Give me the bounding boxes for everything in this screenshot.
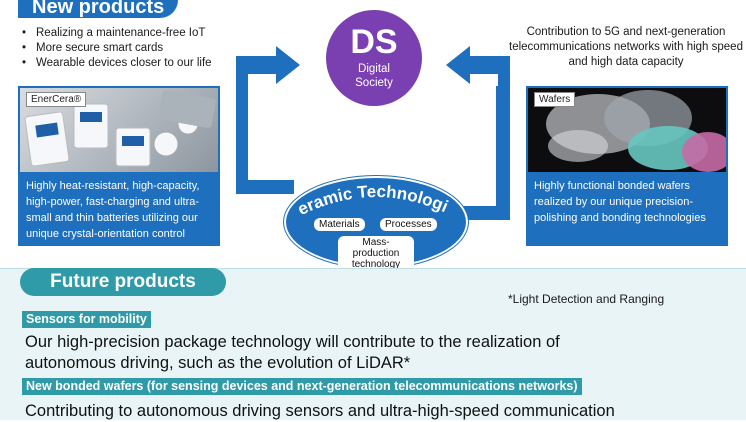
chip-materials: Materials — [314, 218, 365, 231]
ceramic-title-arc: Ceramic Technologies — [286, 178, 451, 218]
future-products-header: Future products — [20, 268, 226, 296]
wafers-card: Wafers Highly functional bonded wafers r… — [526, 86, 728, 246]
future-products-title: Future products — [50, 271, 196, 292]
new-products-header: New products — [18, 0, 179, 18]
arrow-right-head — [446, 46, 470, 84]
right-contribution-text: Contribution to 5G and next-generation t… — [509, 26, 743, 68]
ceramic-title: Ceramic Technologies — [286, 178, 451, 218]
svg-text:Ceramic Technologies: Ceramic Technologies — [286, 178, 451, 218]
lidar-footnote: *Light Detection and Ranging — [508, 292, 665, 306]
chip-processes: Processes — [380, 218, 437, 231]
left-bullet-item: More secure smart cards — [22, 41, 252, 56]
arrow-left-base — [236, 180, 294, 194]
ceramic-technologies-ellipse: Ceramic Technologies Materials Processes… — [284, 176, 468, 271]
digital-society-circle: DS Digital Society — [326, 10, 422, 106]
enercera-tag: EnerCera® — [26, 92, 87, 107]
wafers-description: Highly functional bonded wafers realized… — [534, 180, 706, 224]
battery-illustration — [24, 90, 216, 167]
bonded-wafers-text: Contributing to autonomous driving senso… — [25, 402, 615, 420]
flow-arrows — [236, 46, 510, 220]
ds-title: DS — [350, 23, 398, 61]
wafer-illustration — [546, 90, 726, 172]
enercera-card: EnerCera® Highly heat-resistant, high-ca… — [18, 86, 220, 246]
wafers-tag: Wafers — [534, 92, 576, 107]
bonded-wafers-label: New bonded wafers (for sensing devices a… — [22, 378, 582, 395]
arrow-right-riser — [496, 86, 510, 220]
new-products-title: New products — [32, 0, 165, 18]
enercera-photo: EnerCera® — [20, 88, 218, 172]
left-bullet-item: Realizing a maintenance-free IoT — [22, 26, 252, 41]
left-bullet-item: Wearable devices closer to our life — [22, 56, 252, 71]
enercera-description: Highly heat-resistant, high-capacity, hi… — [26, 180, 200, 240]
sensors-mobility-label: Sensors for mobility — [22, 311, 151, 328]
ds-subtitle-2: Society — [355, 77, 393, 89]
ds-subtitle-1: Digital — [358, 63, 390, 75]
arrow-left-to-ds — [236, 56, 278, 182]
sensors-mobility-text: Our high-precision package technology wi… — [25, 333, 560, 372]
wafers-photo: Wafers — [528, 88, 726, 172]
chip-mass-production: Mass-production technology — [338, 236, 414, 271]
left-bullet-list: Realizing a maintenance-free IoT More se… — [22, 26, 252, 71]
arrow-left-head — [276, 46, 300, 84]
